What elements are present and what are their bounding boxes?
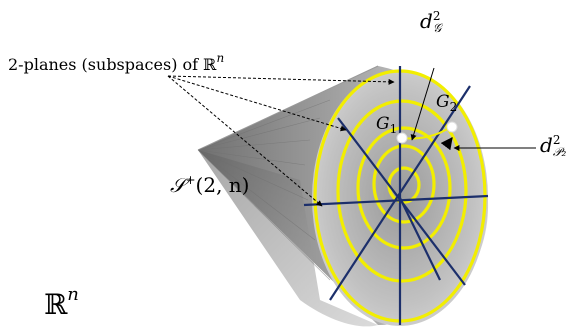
projection-arrow [440, 137, 453, 151]
dg-d: d [420, 9, 433, 33]
dp-sub: 𝒫₂ [552, 145, 567, 159]
manifold-sup: + [185, 173, 196, 187]
planes-label-text: 2-planes (subspaces) of [8, 55, 204, 74]
axis-diag-3 [399, 197, 441, 281]
g1-letter: G [376, 114, 390, 134]
ambient-space-exponent: n [67, 284, 79, 305]
manifold-symbol: 𝒮 [170, 173, 186, 197]
ring-3 [336, 99, 468, 283]
g1-label: G1 [376, 114, 398, 136]
g2-letter: G [436, 92, 450, 112]
g2-label: G2 [436, 92, 458, 114]
ambient-space-symbol: ℝ [44, 288, 68, 321]
ambient-space-label: ℝn [44, 286, 79, 319]
dp-d: d [540, 133, 553, 157]
planes-leaders [167, 75, 395, 207]
g1-index: 1 [389, 122, 398, 136]
dg-sup: 2 [432, 9, 441, 23]
planes-space-exponent: n [216, 51, 225, 65]
ring-2 [356, 126, 452, 250]
dg-sub: 𝒢 [432, 21, 442, 35]
axis-diag-2 [329, 85, 471, 301]
g2-index: 2 [449, 100, 458, 114]
point-g1 [396, 132, 408, 144]
ring-1 [372, 144, 436, 224]
planes-space-symbol: ℝ [203, 55, 217, 74]
manifold-args: (2, n) [195, 173, 250, 197]
planes-label: 2-planes (subspaces) of ℝn [8, 52, 224, 73]
manifold-label: 𝒮+(2, n) [170, 174, 249, 195]
dg-leader [410, 67, 435, 141]
axes [303, 66, 489, 325]
point-g2 [446, 121, 458, 133]
dp-sup: 2 [552, 133, 561, 147]
